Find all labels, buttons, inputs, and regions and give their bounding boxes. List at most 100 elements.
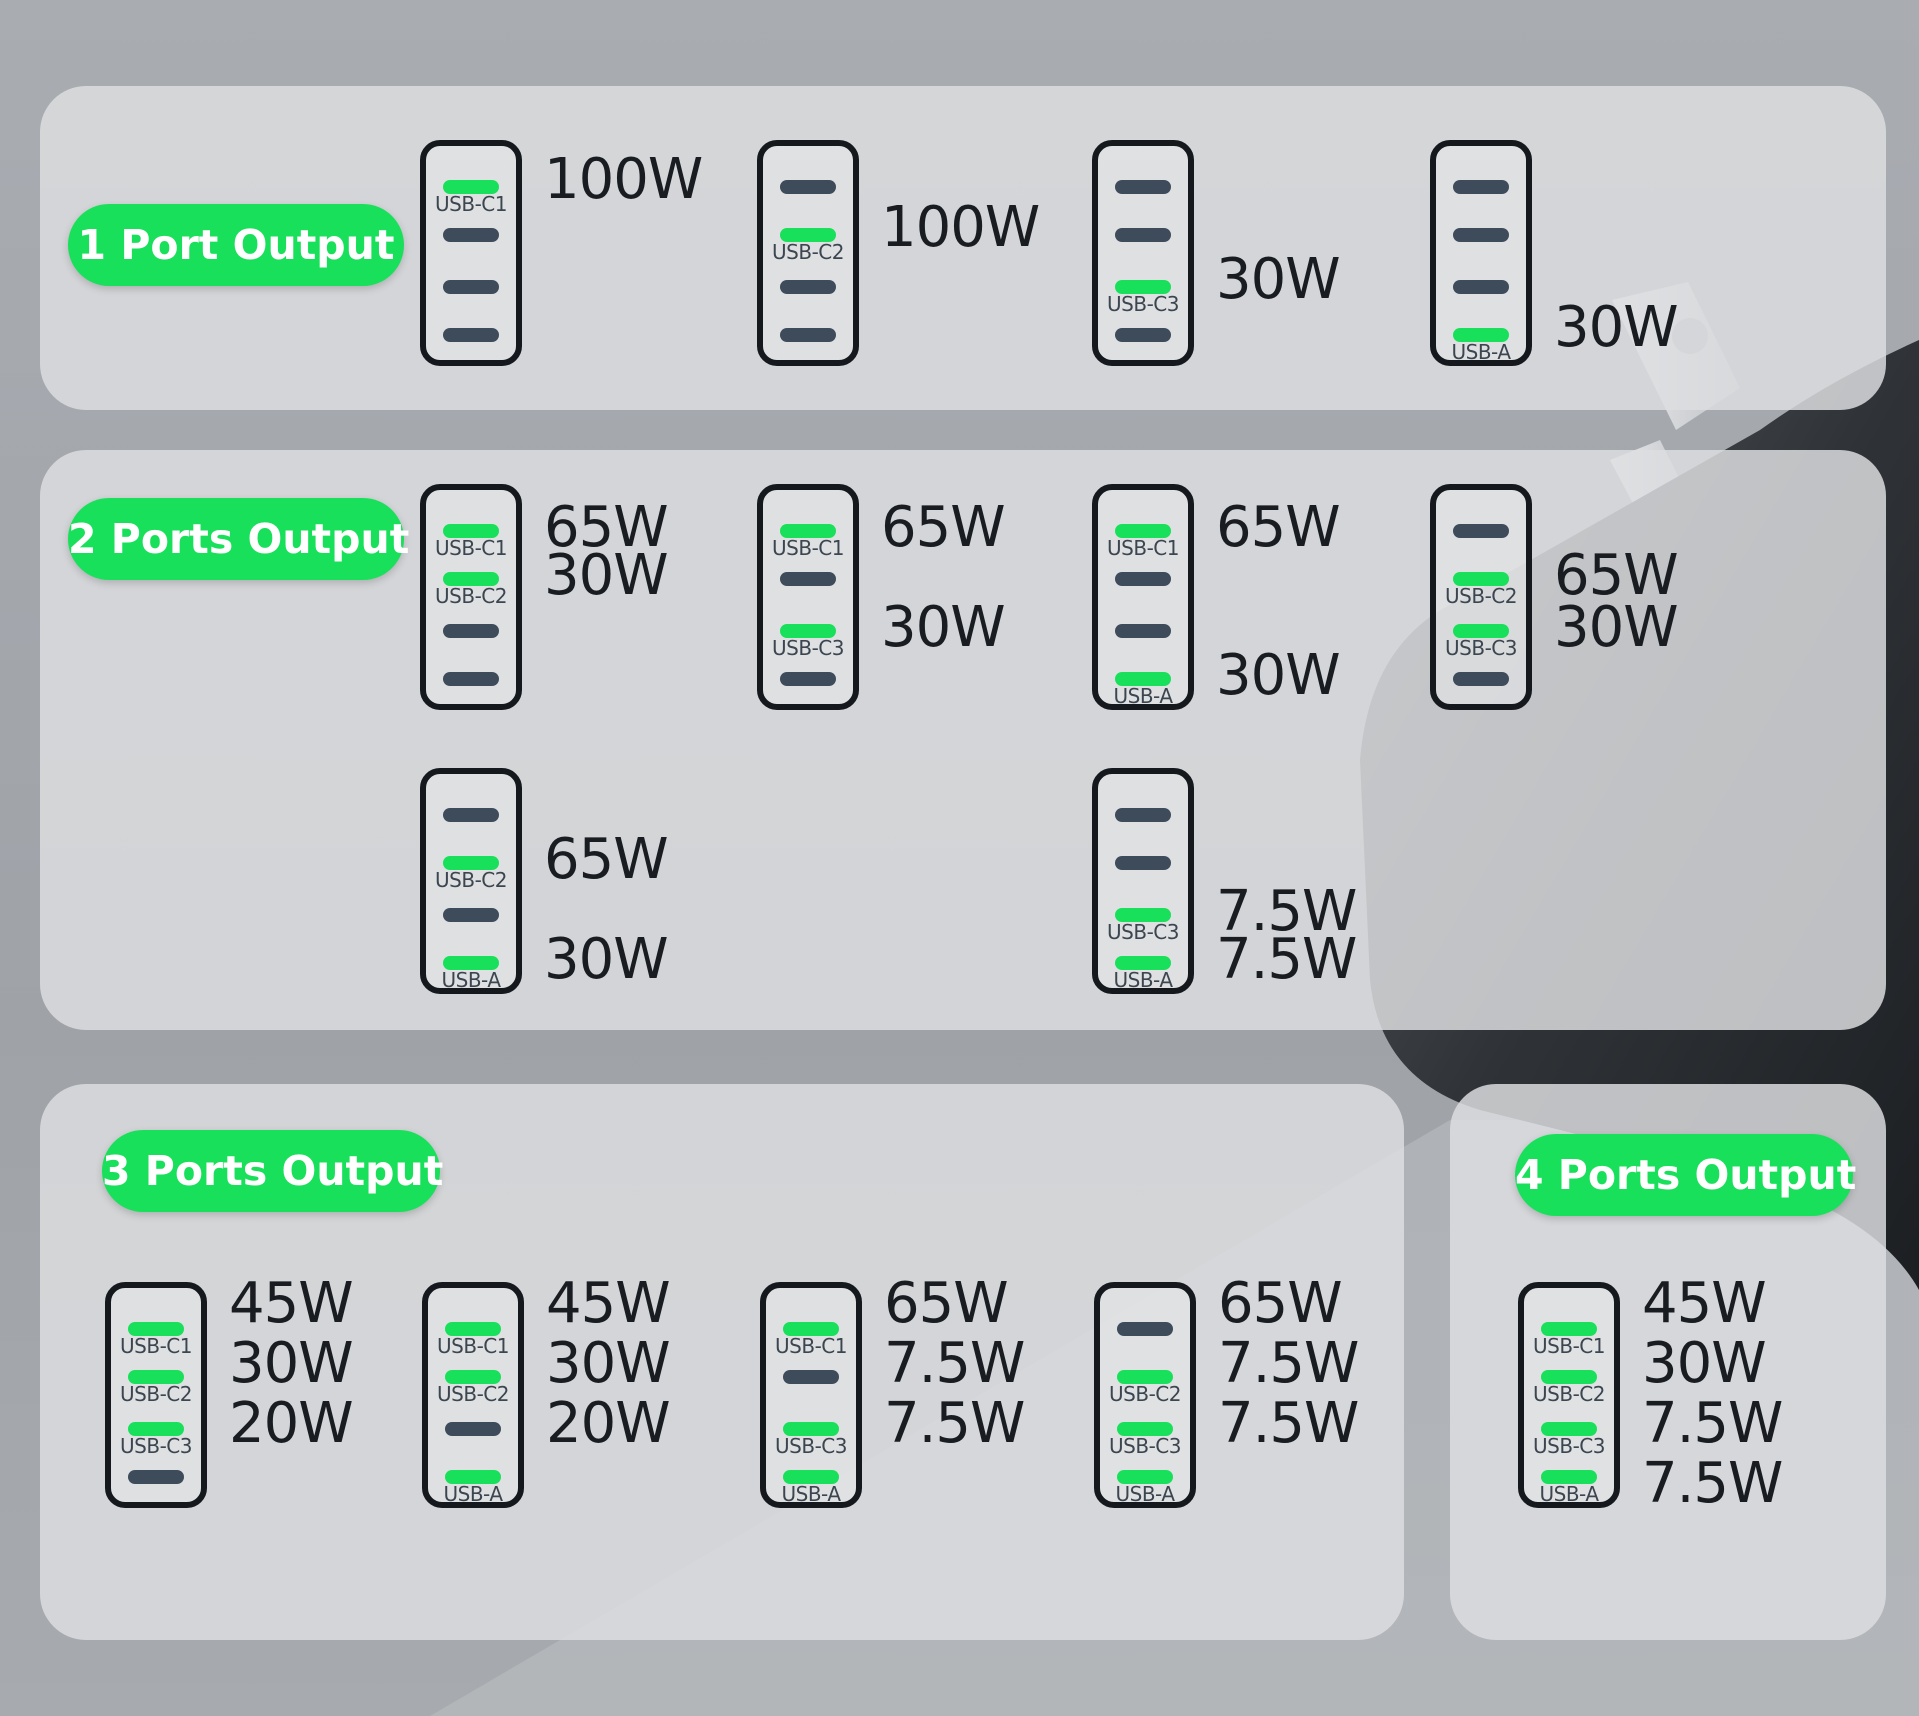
port-label: USB-C3 (1445, 636, 1517, 660)
port-slot-inactive (1453, 180, 1509, 194)
port-label: USB-A (1451, 340, 1511, 364)
port-slot-active (1115, 524, 1171, 538)
port-slot-active (1117, 1370, 1173, 1384)
port-slot-inactive (1453, 524, 1509, 538)
port-slot-active (1115, 908, 1171, 922)
port-label: USB-C1 (1533, 1334, 1605, 1358)
port-slot-active (1115, 280, 1171, 294)
section-title-4-ports: 4 Ports Output (1515, 1134, 1856, 1216)
port-label: USB-A (443, 1482, 503, 1506)
port-slot-active (128, 1422, 184, 1436)
charger-port-diagram: USB-C3 (1092, 140, 1194, 366)
port-slot-inactive (128, 1470, 184, 1484)
port-slot-active (445, 1322, 501, 1336)
wattage-label: 7.5W (884, 1391, 1025, 1456)
port-slot-inactive (443, 328, 499, 342)
port-slot-inactive (780, 280, 836, 294)
port-slot-inactive (1453, 280, 1509, 294)
port-label: USB-C1 (1107, 536, 1179, 560)
port-slot-inactive (445, 1422, 501, 1436)
port-slot-inactive (1115, 624, 1171, 638)
port-slot-active (783, 1470, 839, 1484)
wattage-label: 30W (1642, 1331, 1767, 1396)
port-label: USB-C3 (775, 1434, 847, 1458)
port-slot-inactive (783, 1370, 839, 1384)
wattage-label: 30W (544, 927, 669, 992)
wattage-label: 100W (544, 147, 703, 212)
port-label: USB-C3 (772, 636, 844, 660)
wattage-label: 45W (546, 1271, 671, 1336)
port-label: USB-C2 (437, 1382, 509, 1406)
port-label: USB-C2 (1445, 584, 1517, 608)
port-label: USB-C1 (437, 1334, 509, 1358)
wattage-label: 65W (884, 1271, 1009, 1336)
port-label: USB-A (781, 1482, 841, 1506)
port-slot-inactive (443, 280, 499, 294)
wattage-label: 7.5W (1218, 1391, 1359, 1456)
wattage-label: 45W (1642, 1271, 1767, 1336)
port-slot-inactive (780, 180, 836, 194)
port-slot-inactive (443, 808, 499, 822)
wattage-label: 7.5W (1218, 1331, 1359, 1396)
port-label: USB-C2 (435, 584, 507, 608)
wattage-label: 65W (881, 495, 1006, 560)
wattage-label: 30W (1554, 595, 1679, 660)
wattage-label: 30W (544, 543, 669, 608)
port-slot-active (443, 856, 499, 870)
port-label: USB-C3 (120, 1434, 192, 1458)
charger-port-diagram: USB-C1 (420, 140, 522, 366)
port-slot-inactive (780, 572, 836, 586)
wattage-label: 7.5W (1642, 1391, 1783, 1456)
port-slot-active (780, 228, 836, 242)
port-slot-active (783, 1422, 839, 1436)
wattage-label: 100W (881, 195, 1040, 260)
wattage-label: 7.5W (1216, 879, 1357, 944)
port-label: USB-C1 (120, 1334, 192, 1358)
port-slot-active (1453, 624, 1509, 638)
charger-port-diagram: USB-C2 (757, 140, 859, 366)
port-slot-active (445, 1370, 501, 1384)
section-title-1-port: 1 Port Output (68, 204, 404, 286)
port-label: USB-A (1113, 684, 1173, 708)
wattage-label: 7.5W (1216, 927, 1357, 992)
port-slot-active (1115, 672, 1171, 686)
port-slot-inactive (1117, 1322, 1173, 1336)
port-slot-active (1117, 1470, 1173, 1484)
wattage-label: 65W (1218, 1271, 1343, 1336)
port-slot-active (443, 524, 499, 538)
port-slot-active (443, 572, 499, 586)
section-title-2-ports: 2 Ports Output (68, 498, 409, 580)
section-title-3-ports: 3 Ports Output (102, 1130, 443, 1212)
port-slot-active (443, 956, 499, 970)
port-slot-active (780, 624, 836, 638)
port-slot-inactive (1115, 572, 1171, 586)
port-slot-active (1541, 1370, 1597, 1384)
charger-port-diagram: USB-A (1430, 140, 1532, 366)
port-slot-inactive (1115, 228, 1171, 242)
port-label: USB-C3 (1109, 1434, 1181, 1458)
port-slot-active (443, 180, 499, 194)
port-slot-active (1453, 572, 1509, 586)
port-label: USB-C2 (435, 868, 507, 892)
port-label: USB-C2 (1109, 1382, 1181, 1406)
wattage-label: 65W (1554, 543, 1679, 608)
wattage-label: 7.5W (1642, 1451, 1783, 1516)
port-label: USB-A (1113, 968, 1173, 992)
port-slot-inactive (1115, 328, 1171, 342)
wattage-label: 45W (229, 1271, 354, 1336)
wattage-label: 7.5W (884, 1331, 1025, 1396)
port-slot-active (1541, 1322, 1597, 1336)
port-label: USB-C3 (1107, 920, 1179, 944)
wattage-label: 30W (1554, 295, 1679, 360)
port-label: USB-A (1539, 1482, 1599, 1506)
port-slot-inactive (443, 228, 499, 242)
port-slot-inactive (443, 624, 499, 638)
